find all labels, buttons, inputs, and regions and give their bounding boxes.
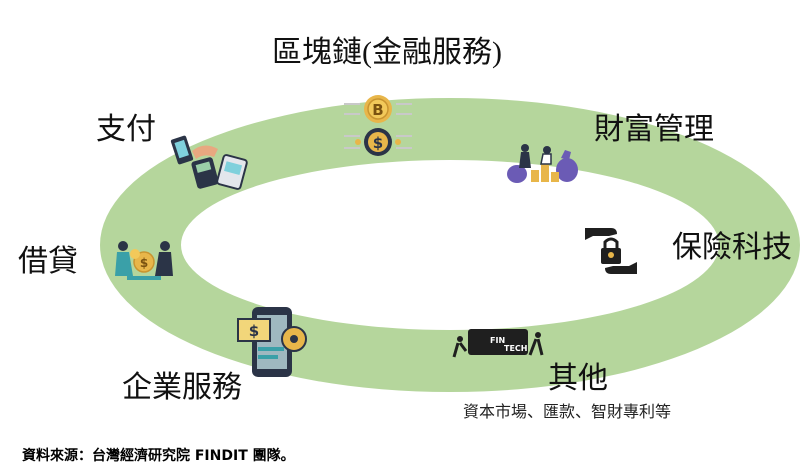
bitcoin-dollar-coins-icon: B $ (344, 95, 412, 156)
label-payment: 支付 (96, 113, 156, 146)
coin-exchange-people-icon: $ (115, 241, 173, 280)
phone-gear-dollar-icon: $ (237, 307, 307, 377)
label-other-detail: 資本市場、匯款、智財專利等 (463, 402, 672, 421)
label-enterprise: 企業服務 (122, 371, 242, 404)
payment-terminal-icon (170, 135, 248, 190)
source-note: 資料來源：台灣經濟研究院 FINDIT 團隊。 (22, 448, 295, 464)
svg-text:$: $ (140, 256, 148, 270)
hands-lock-icon (585, 228, 637, 274)
svg-text:$: $ (249, 322, 259, 340)
label-other: 其他 (548, 362, 608, 395)
svg-text:$: $ (373, 134, 383, 152)
fintech-puzzle-icon: FIN TECH (452, 329, 544, 358)
center-title: 區塊鏈(金融服務) (272, 36, 502, 69)
label-wealth: 財富管理 (594, 113, 714, 146)
svg-text:B: B (372, 101, 383, 119)
investors-coins-icon (507, 144, 578, 183)
svg-text:FIN: FIN (490, 336, 505, 345)
label-lending: 借貸 (18, 245, 78, 278)
svg-text:TECH: TECH (504, 344, 528, 353)
label-insurance: 保險科技 (672, 231, 792, 264)
